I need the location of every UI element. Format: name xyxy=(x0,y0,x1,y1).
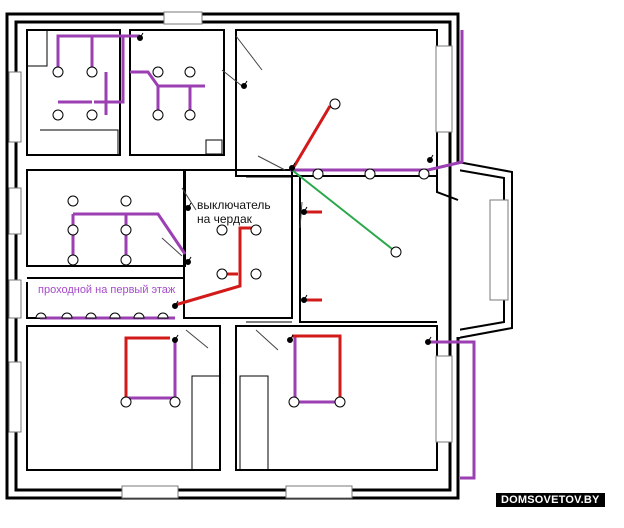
wiring-lighting xyxy=(40,30,476,480)
watermark: DOMSOVETOV.BY xyxy=(496,493,605,507)
passthrough-label: проходной на первый этаж xyxy=(38,284,176,296)
ceiling-lamp xyxy=(152,109,164,121)
attic-switch-label: выключатель на чердак xyxy=(197,198,271,226)
wiring-passthrough xyxy=(124,105,342,398)
ceiling-lamp xyxy=(334,396,346,408)
ceiling-lamp xyxy=(184,109,196,121)
attic-switch-label-line2: на чердак xyxy=(197,212,252,226)
ceiling-lamp xyxy=(67,254,79,266)
wall-lamp xyxy=(61,312,73,319)
ceiling-lamp xyxy=(184,66,196,78)
ceiling-lamp xyxy=(364,168,376,180)
ceiling-lamp xyxy=(120,195,132,207)
wall-lamp xyxy=(133,312,145,319)
wall-lamp xyxy=(85,312,97,319)
ceiling-lamp xyxy=(152,66,164,78)
ceiling-lamp xyxy=(329,98,341,110)
ceiling-lamps xyxy=(52,66,430,408)
door-swings xyxy=(161,35,303,351)
wall-lamp xyxy=(157,312,169,319)
ceiling-lamp xyxy=(216,224,228,236)
ceiling-lamp xyxy=(250,268,262,280)
ceiling-lamp xyxy=(169,396,181,408)
outer-walls xyxy=(5,12,460,500)
wall-lamp xyxy=(109,312,121,319)
ceiling-lamp xyxy=(250,224,262,236)
wiring-attic xyxy=(291,169,397,253)
ceiling-lamp xyxy=(120,224,132,236)
ceiling-lamp xyxy=(418,168,430,180)
ceiling-lamp xyxy=(216,268,228,280)
ceiling-lamp xyxy=(86,66,98,78)
ceiling-lamp xyxy=(86,109,98,121)
windows xyxy=(8,11,509,499)
ceiling-lamp xyxy=(52,66,64,78)
ceiling-lamp xyxy=(120,254,132,266)
fixtures xyxy=(26,29,292,471)
wall-lamp xyxy=(35,312,47,319)
wall-lamps xyxy=(35,312,169,319)
ceiling-lamp xyxy=(52,109,64,121)
ceiling-lamp xyxy=(67,224,79,236)
ceiling-lamp xyxy=(312,168,324,180)
switches xyxy=(137,32,434,345)
ceiling-lamp xyxy=(390,246,402,258)
ceiling-lamp xyxy=(288,396,300,408)
ceiling-lamp xyxy=(120,396,132,408)
attic-switch-label-line1: выключатель xyxy=(197,198,271,212)
ceiling-lamp xyxy=(67,195,79,207)
